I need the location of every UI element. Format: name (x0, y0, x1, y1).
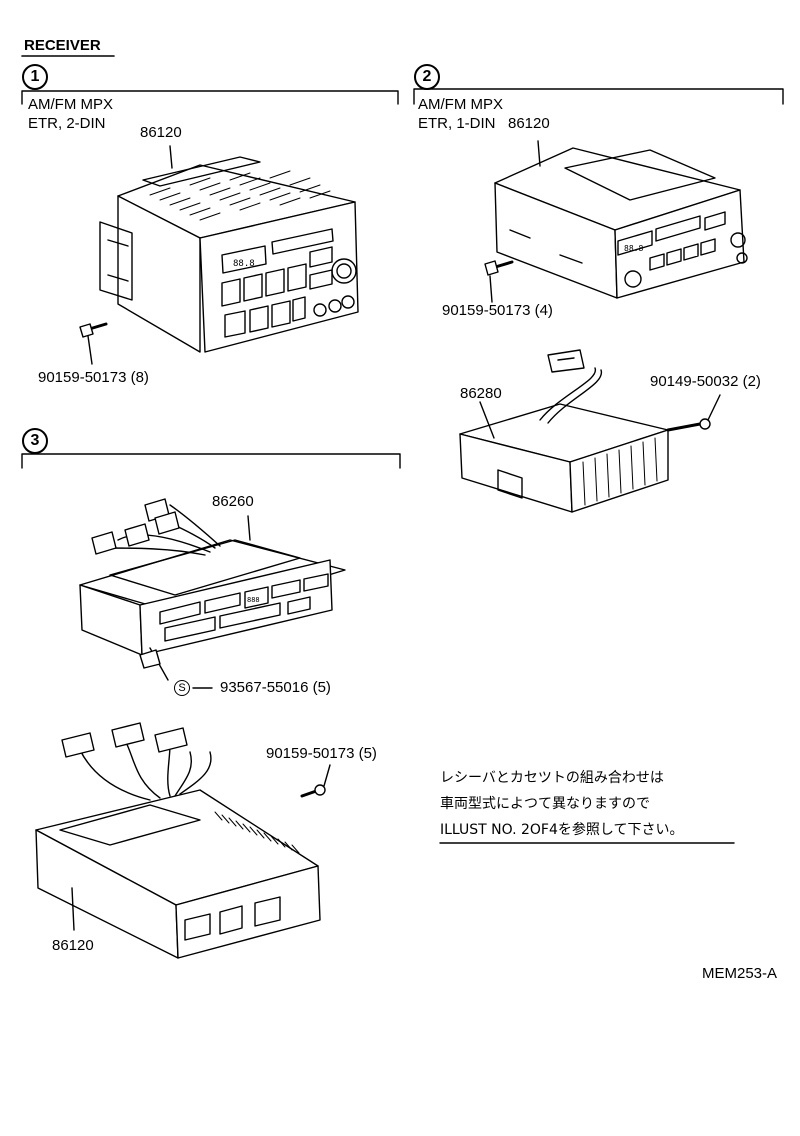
note-line-2: 車両型式によつて異なりますので (440, 796, 650, 812)
section-2-sub-part-number: 86280 (460, 385, 502, 402)
section-1-screw-number: 90159-50173 (8) (38, 369, 149, 386)
amplifier-86280-drawing (459, 349, 721, 513)
note-line-3: ILLUST NO. 2OF4を参照して下さい。 (440, 822, 684, 838)
section-1-desc-line1: AM/FM MPX (28, 96, 113, 113)
section-1-number: 1 (22, 64, 48, 90)
section-3-number: 3 (22, 428, 48, 454)
svg-text:88.8: 88.8 (624, 244, 643, 253)
section-1-desc-line2: ETR, 2-DIN (28, 115, 106, 132)
section-2-bracket (413, 88, 784, 105)
s-mark-icon: S (174, 680, 190, 696)
section-2-part-number: 86120 (508, 115, 550, 132)
svg-text:888: 888 (247, 596, 260, 604)
note-line-1: レシーバとカセツトの組み合わせは (440, 770, 664, 786)
document-code: MEM253-A (702, 965, 778, 982)
section-2-screw-number: 90159-50173 (4) (442, 302, 553, 319)
section-3-bracket (21, 453, 401, 469)
receiver-2din-drawing: 88.8 (99, 145, 359, 353)
screw-2-drawing (484, 260, 514, 303)
section-3-screw-number: 90159-50173 (5) (266, 745, 377, 762)
screw-1-drawing (79, 322, 108, 365)
section-2-desc-line2: ETR, 1-DIN (418, 115, 496, 132)
tape-unit-86260-drawing: 888 (79, 498, 346, 689)
section-2-number: 2 (414, 64, 440, 90)
page-title: RECEIVER (24, 37, 101, 54)
section-3-upper-part-number: 86260 (212, 493, 254, 510)
svg-text:88.8: 88.8 (233, 259, 255, 269)
section-1-part-number: 86120 (140, 124, 182, 141)
receiver-1din-drawing: 88.8 (494, 140, 748, 299)
section-2-desc-line1: AM/FM MPX (418, 96, 503, 113)
cassette-unit-86120-drawing (35, 722, 331, 959)
section-2-sub-screw-number: 90149-50032 (2) (650, 373, 761, 390)
section-3-clip-number: 93567-55016 (5) (220, 679, 331, 696)
section-1-bracket (21, 90, 399, 105)
section-3-lower-part-number: 86120 (52, 937, 94, 954)
